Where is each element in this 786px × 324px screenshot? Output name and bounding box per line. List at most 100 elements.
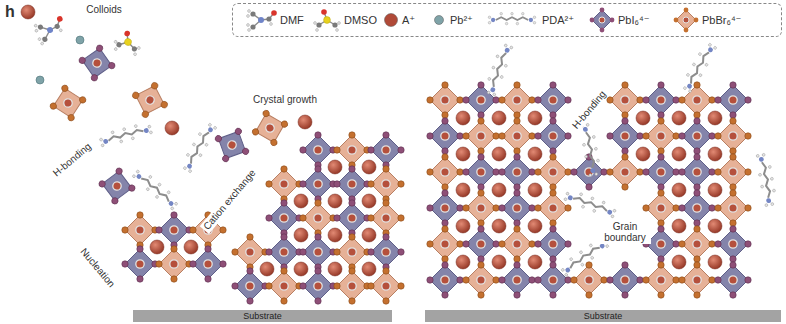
a-cations [150, 240, 164, 254]
film-lattice [427, 154, 463, 190]
film-lattice [535, 262, 571, 298]
a-cations [528, 147, 542, 161]
diamond-swatch [589, 6, 615, 34]
film-lattice [571, 154, 607, 190]
film-lattice [715, 262, 751, 298]
film-lattice [535, 82, 571, 118]
legend-text: Pb²⁺ [450, 14, 473, 27]
circle-swatch [383, 6, 399, 34]
a-cations [21, 5, 35, 19]
stage-label: Colloids [84, 4, 124, 16]
legend-box: DMF DMSO A⁺ Pb²⁺ PDA²⁺ PbI₆⁴⁻ PbBr₆⁴⁻ [232, 3, 782, 37]
colloid-species [76, 42, 118, 84]
a-cations [672, 219, 686, 233]
a-cations [456, 111, 470, 125]
substrate-bar: Substrate [133, 310, 392, 322]
colloid-species [248, 106, 293, 151]
a-cations [456, 255, 470, 269]
a-cations [328, 160, 342, 174]
legend-text: PDA²⁺ [542, 14, 574, 27]
film-lattice [715, 190, 751, 226]
legend-text: PbI₆⁴⁻ [618, 14, 649, 27]
film-lattice [643, 154, 679, 190]
pda-ligands [131, 167, 180, 212]
pda-ligands [563, 188, 617, 219]
a-cations [708, 111, 722, 125]
substrate-label: Substrate [243, 312, 282, 321]
film-lattice [643, 82, 679, 118]
a-cations [528, 111, 542, 125]
film-lattice [535, 154, 571, 190]
stage-label: Nucleation [77, 245, 119, 292]
a-cations [184, 240, 198, 254]
a-cations [165, 121, 179, 135]
a-cations [328, 228, 342, 242]
swatch-circle [385, 14, 398, 27]
a-cations [708, 255, 722, 269]
a-cations [294, 262, 308, 276]
film-lattice [679, 118, 715, 154]
film-lattice [463, 190, 499, 226]
film-lattice [427, 82, 751, 298]
diamond-swatch [673, 6, 699, 34]
halide-atom [684, 8, 689, 13]
molecule-icon [247, 10, 277, 32]
film-lattice [715, 226, 751, 262]
film-lattice [535, 226, 571, 262]
film-lattice [499, 190, 535, 226]
film-lattice [715, 82, 751, 118]
dmso-swatch [313, 6, 341, 34]
legend-item: PbBr₆⁴⁻ [673, 4, 741, 36]
film-lattice [463, 118, 499, 154]
pda-swatch [485, 6, 539, 34]
lead-atom [599, 17, 605, 23]
a-cations [672, 183, 686, 197]
legend-item: PDA²⁺ [485, 4, 574, 36]
substrate-label: Substrate [584, 312, 623, 321]
film-lattice [571, 262, 607, 298]
substrate-bar: Substrate [425, 310, 781, 322]
a-cations [672, 255, 686, 269]
film-lattice [607, 154, 643, 190]
film-lattice [679, 190, 715, 226]
panel-letter: h [3, 3, 17, 21]
pda-ligands [483, 42, 514, 96]
pda-ligands [680, 41, 718, 94]
a-cations [528, 183, 542, 197]
film-lattice [427, 118, 463, 154]
halide-atom [674, 18, 679, 23]
film-lattice [607, 262, 643, 298]
a-cations [362, 262, 376, 276]
growth-lattice [232, 132, 404, 304]
legend-item: PbI₆⁴⁻ [589, 4, 649, 36]
film-lattice [499, 118, 535, 154]
film-lattice [679, 226, 715, 262]
a-cations [672, 147, 686, 161]
film-lattice [607, 118, 643, 154]
swatch-octahedron [592, 10, 612, 30]
colloid-species [76, 36, 84, 44]
pda-ligands [755, 153, 778, 207]
a-cations [636, 147, 650, 161]
dmf-swatch [245, 6, 277, 34]
film-lattice [607, 82, 643, 118]
a-cations [456, 183, 470, 197]
pda-ligands [98, 41, 778, 278]
a-cations [362, 228, 376, 242]
legend-item: A⁺ [383, 4, 415, 36]
lead-atom [683, 17, 689, 23]
legend-text: PbBr₆⁴⁻ [702, 14, 741, 27]
legend-text: DMF [280, 14, 304, 26]
legend-item: DMSO [313, 4, 377, 36]
legend-text: A⁺ [402, 14, 415, 27]
a-cations [636, 111, 650, 125]
film-lattice [643, 262, 679, 298]
film-lattice [499, 154, 535, 190]
pda-ligands [180, 121, 218, 174]
colloid-species [33, 15, 69, 46]
pda-ligands [579, 123, 602, 177]
a-cations [456, 147, 470, 161]
a-cations [708, 183, 722, 197]
